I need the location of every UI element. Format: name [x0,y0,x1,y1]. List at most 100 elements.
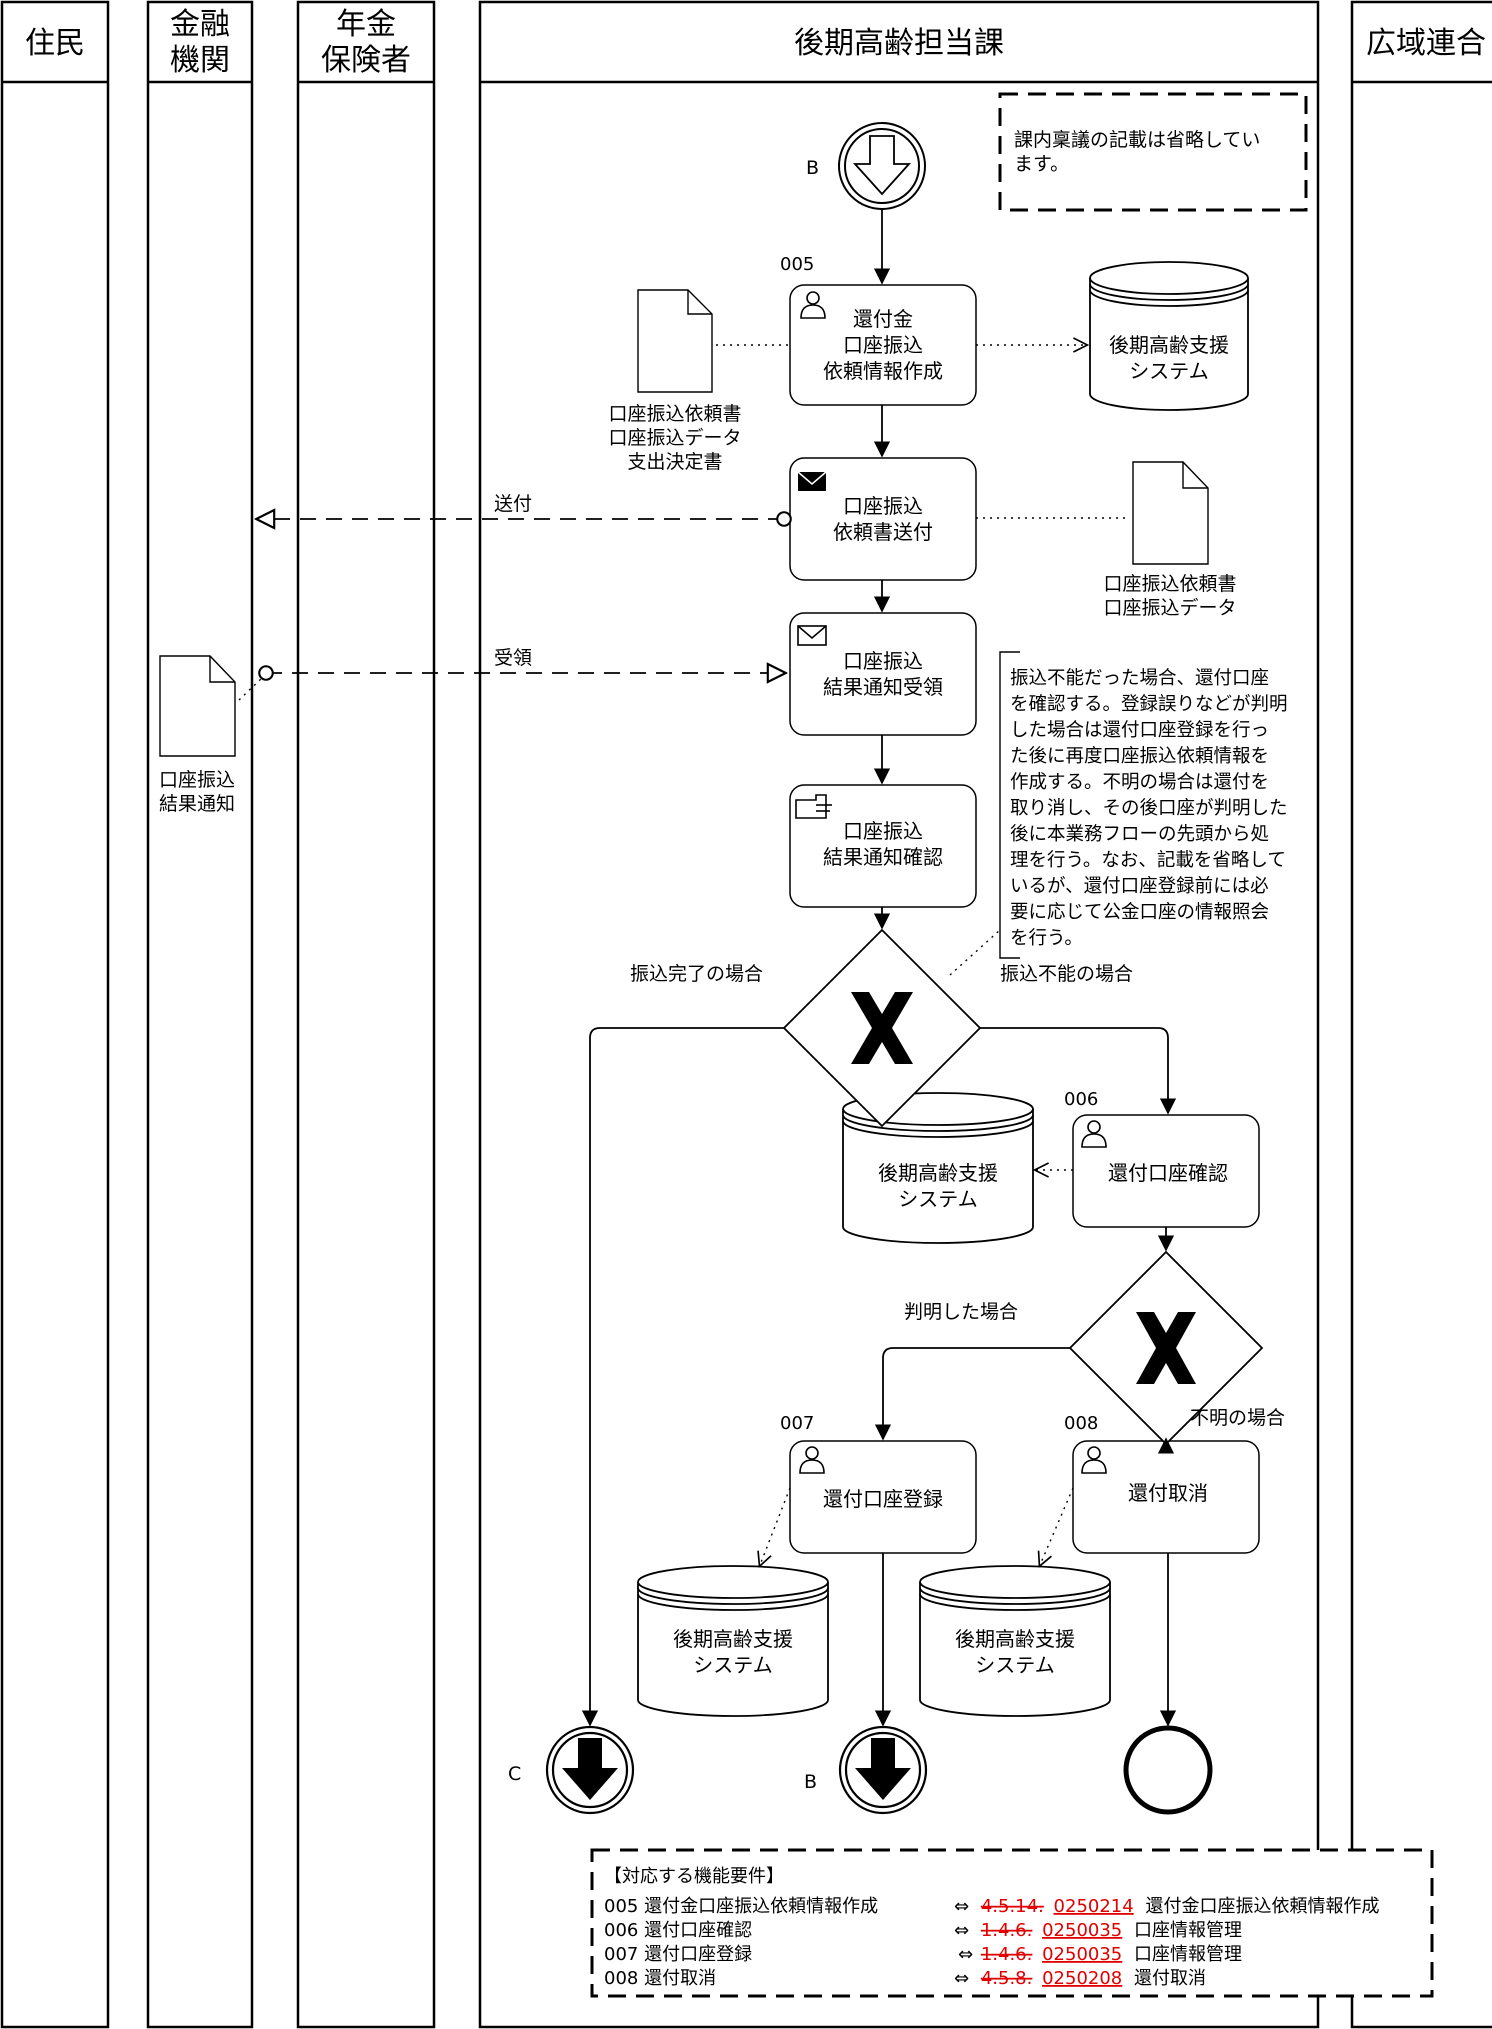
task-send-line-1: 口座振込 [843,494,923,518]
datastore-3-line-2: システム [693,1653,772,1677]
task-confirm-line-2: 結果通知確認 [823,845,943,869]
task-receive-line-1: 口座振込 [843,649,923,673]
envelope-filled-icon [797,471,827,491]
annotation-line-11: を行う。 [1010,928,1083,949]
envelope-outline-icon [797,625,827,646]
annotation-line-5: 作成する。不明の場合は還付を [1010,772,1269,793]
req-row-4: ⇔ 4.5.8. 0250208 還付取消 [954,1968,1206,1989]
start-event-link-b: B [806,122,926,210]
end-event-link-b: B [804,1725,928,1815]
document-3-line-2: 結果通知 [159,793,235,815]
user-icon [800,291,826,319]
annotation-line-10: 要に応じて公金口座の情報照会 [1010,902,1269,923]
task-008-label: 還付取消 [1128,1481,1208,1505]
start-event-label: B [806,157,819,179]
user-icon [799,1446,825,1474]
req-row-1: ⇔ 4.5.14. 0250214 還付金口座振込依頼情報作成 [954,1896,1379,1917]
document-2-line-1: 口座振込依頼書 [1103,573,1236,595]
datastore-2-line-2: システム [898,1187,977,1211]
associations [238,345,1130,1565]
end-event-none [1123,1725,1213,1815]
document-1-line-2: 口座振込データ [608,427,741,449]
flow-label-done: 振込完了の場合 [630,963,763,985]
arrow-down-outline-icon [852,135,912,196]
document-1-line-3: 支出決定書 [627,451,722,473]
lane-union: 広域連合 [1350,0,1492,2029]
flow-label-unknown: 不明の場合 [1190,1407,1285,1429]
datastore-1-line-1: 後期高齢支援 [1109,333,1229,357]
end-event-b-label: B [804,1771,817,1793]
manual-task-hand-icon [795,794,832,819]
flow-label-send: 送付 [494,493,532,515]
lane-title-resident: 住民 [25,26,85,61]
lane-title-main: 後期高齢担当課 [794,26,1004,61]
datastore-2-line-1: 後期高齢支援 [878,1161,998,1185]
exclusive-x-icon [1136,1312,1196,1384]
document-1: 口座振込依頼書 口座振込データ 支出決定書 [608,289,742,473]
gateway-1 [782,928,982,1128]
task-005-id: 005 [780,254,814,275]
datastore-4-line-2: システム [975,1653,1054,1677]
datastore-1-line-2: システム [1129,359,1208,383]
task-receive: 口座振込 結果通知受領 [789,612,977,736]
datastore-4-line-1: 後期高齢支援 [955,1627,1075,1651]
annotation-line-8: 理を行う。なお、記載を省略して [1010,850,1286,871]
task-confirm: 口座振込 結果通知確認 [789,784,977,908]
annotation-line-2: を確認する。登録誤りなどが判明 [1010,694,1288,715]
task-008: 008 還付取消 [1064,1413,1260,1554]
req-row-3-left: 007 還付口座登録 [604,1944,752,1965]
message-flows [258,519,784,673]
annotation-line-1: 振込不能だった場合、還付口座 [1010,668,1269,689]
comment-top: 課内稟議の記載は省略してい ます。 [998,92,1308,212]
document-1-line-1: 口座振込依頼書 [608,403,741,425]
task-005: 005 還付金 口座振込 依頼情報作成 [780,254,977,406]
req-row-2: ⇔ 1.4.6. 0250035 口座情報管理 [954,1920,1242,1941]
task-007-id: 007 [780,1413,814,1434]
flow-label-receive: 受領 [494,647,532,669]
requirements-heading: 【対応する機能要件】 [604,1866,784,1887]
annotation-line-7: 後に本業務フローの先頭から処 [1010,824,1269,845]
document-3: 口座振込 結果通知 [159,655,236,815]
req-row-4-left: 008 還付取消 [604,1968,716,1989]
lane-title-bank-1: 金融 [170,7,230,42]
datastore-3: 後期高齢支援 システム [637,1565,829,1717]
gateway-2 [1068,1250,1264,1446]
requirements-box: 【対応する機能要件】 005 還付金口座振込依頼情報作成 ⇔ 4.5.14. 0… [590,1848,1434,1998]
comment-top-line-2: ます。 [1014,153,1069,175]
lane-pension: 年金 保険者 [296,0,436,2029]
annotation-line-4: た後に再度口座振込依頼情報を [1010,746,1269,767]
lane-title-pension-2: 保険者 [321,43,411,78]
task-008-id: 008 [1064,1413,1098,1434]
user-icon [1081,1446,1107,1474]
comment-top-line-1: 課内稟議の記載は省略してい [1014,129,1260,151]
req-row-2-left: 006 還付口座確認 [604,1920,752,1941]
req-row-3: ⇔ 1.4.6. 0250035 口座情報管理 [958,1944,1242,1965]
task-send-line-2: 依頼書送付 [833,520,933,544]
task-005-line-3: 依頼情報作成 [823,359,943,383]
task-007-label: 還付口座登録 [823,1487,943,1511]
task-receive-line-2: 結果通知受領 [823,675,943,699]
lane-title-bank-2: 機関 [170,43,230,78]
end-event-c-label: C [508,1763,521,1785]
flow-label-fail: 振込不能の場合 [1000,963,1133,985]
lane-resident: 住民 [0,0,110,2029]
datastore-4: 後期高齢支援 システム [919,1565,1111,1717]
lane-title-pension-1: 年金 [336,7,396,42]
task-005-line-1: 還付金 [853,307,913,331]
arrow-down-filled-icon [855,1738,911,1800]
sequence-flows [581,209,1177,1727]
annotation-line-6: 取り消し、その後口座が判明した [1010,798,1288,819]
user-icon [1081,1120,1107,1148]
task-007: 007 還付口座登録 [780,1413,977,1554]
task-006: 006 還付口座確認 [1064,1089,1260,1228]
task-006-label: 還付口座確認 [1108,1161,1228,1185]
lane-title-union: 広域連合 [1366,26,1486,61]
lane-main: 後期高齢担当課 [478,0,1320,2029]
arrow-down-filled-icon [562,1738,618,1800]
annotation-line-3: した場合は還付口座登録を行っ [1010,720,1269,741]
annotation-text: 振込不能だった場合、還付口座 を確認する。登録誤りなどが判明 した場合は還付口座… [999,651,1288,959]
datastore-3-line-1: 後期高齢支援 [673,1627,793,1651]
task-send: 口座振込 依頼書送付 [789,457,977,581]
document-2-line-2: 口座振込データ [1103,597,1236,619]
